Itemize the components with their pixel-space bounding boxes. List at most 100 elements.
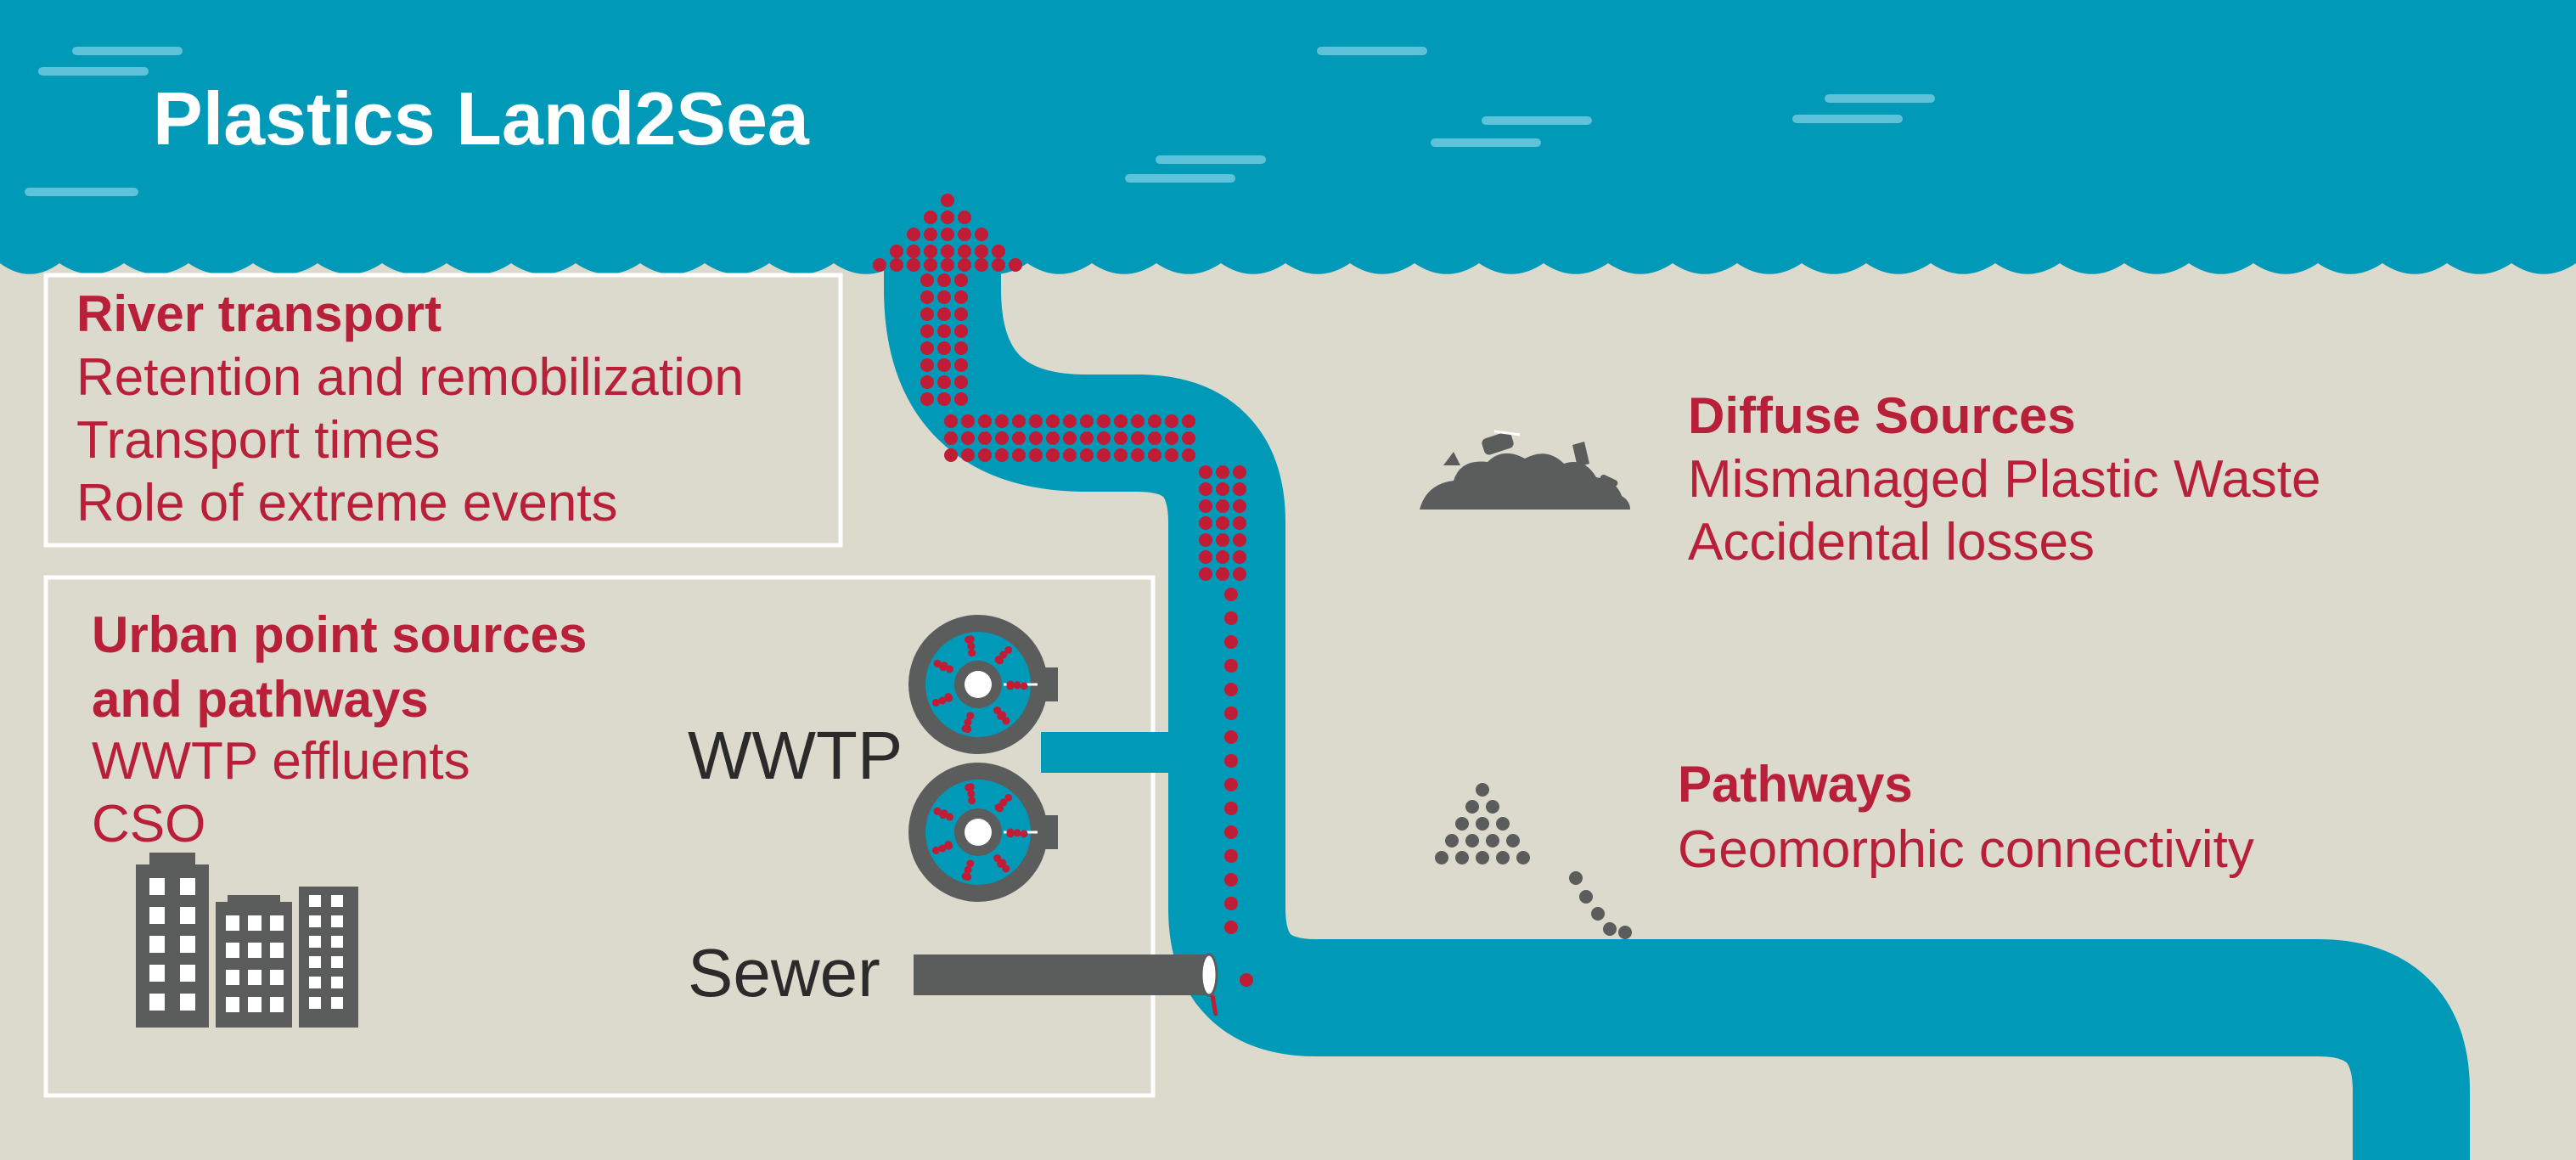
building-window xyxy=(331,956,343,968)
plastic-particle xyxy=(1216,482,1229,496)
building-window xyxy=(331,895,343,907)
building-window xyxy=(226,915,239,931)
plastic-particle xyxy=(954,392,968,406)
building-window xyxy=(226,970,239,985)
plastic-particle xyxy=(995,448,1009,462)
tank-particle xyxy=(938,844,947,853)
urban-sources-box xyxy=(43,575,1156,1098)
building-window xyxy=(331,997,343,1009)
plastic-particle xyxy=(1182,414,1195,428)
plastic-particle xyxy=(954,341,968,355)
building-window xyxy=(309,895,321,907)
plastic-particle xyxy=(944,448,958,462)
arrow-particle xyxy=(924,228,937,241)
plastic-particle xyxy=(1097,448,1111,462)
plastic-particle xyxy=(995,414,1009,428)
building-window xyxy=(309,956,321,968)
arrow-particle xyxy=(907,258,920,272)
tank-particle xyxy=(961,872,970,881)
plastic-particle xyxy=(954,358,968,372)
arrow-particle xyxy=(924,258,937,272)
trail-particle xyxy=(1618,926,1632,939)
tank-particle xyxy=(938,696,947,705)
plastic-particle xyxy=(1233,482,1246,496)
plastic-particle xyxy=(1224,778,1238,791)
plastic-particle xyxy=(954,375,968,389)
pyramid-particle xyxy=(1516,851,1530,864)
building-window xyxy=(248,943,262,958)
plastic-particle xyxy=(1063,448,1077,462)
plastic-particle xyxy=(978,431,992,445)
arrow-particle xyxy=(924,245,937,258)
plastic-particle xyxy=(954,307,968,321)
building-window xyxy=(270,915,284,931)
arrow-particle xyxy=(958,211,971,224)
plastic-particle xyxy=(1097,414,1111,428)
diffuse-item: Mismanaged Plastic Waste xyxy=(1688,450,2321,509)
upward-arrow-icon xyxy=(873,194,1022,272)
tank-particle xyxy=(940,809,948,818)
plastic-particle xyxy=(1199,516,1212,530)
plastic-particle xyxy=(1165,431,1178,445)
river-transport-heading: River transport xyxy=(76,285,442,342)
plastic-particle xyxy=(1216,533,1229,547)
diffuse-heading: Diffuse Sources xyxy=(1688,387,2076,444)
plastic-particle xyxy=(1046,431,1060,445)
sewer-label: Sewer xyxy=(688,935,880,1011)
tank-core xyxy=(965,671,992,698)
tank-particle xyxy=(993,854,1002,863)
plastic-particle xyxy=(920,290,934,304)
plastic-particle xyxy=(1216,465,1229,479)
plastic-particle xyxy=(944,431,958,445)
tank-particle xyxy=(933,659,942,667)
pyramid-particle xyxy=(1486,834,1499,847)
plastic-particle xyxy=(1224,873,1238,887)
tank-particle xyxy=(1013,829,1021,837)
arrow-particle xyxy=(941,194,954,207)
tank-particle xyxy=(1002,717,1010,725)
plastic-particle xyxy=(1029,414,1043,428)
arrow-particle xyxy=(941,211,954,224)
arrow-particle xyxy=(890,245,903,258)
plastic-particle xyxy=(1224,897,1238,910)
tank-particle xyxy=(931,698,940,707)
plastic-particle xyxy=(1216,516,1229,530)
plastic-particle xyxy=(1063,414,1077,428)
plastic-particle xyxy=(920,307,934,321)
waste-pile-icon xyxy=(1420,430,1630,510)
tank-particle xyxy=(964,718,972,726)
diffuse-item: Accidental losses xyxy=(1688,513,2095,572)
building-window xyxy=(149,936,165,953)
trail-particle xyxy=(1603,922,1617,936)
building-window xyxy=(331,936,343,948)
plastic-particle xyxy=(1224,707,1238,720)
tank-particle xyxy=(961,724,970,733)
wwtp-label: WWTP xyxy=(688,718,903,793)
plastic-particle xyxy=(1216,550,1229,564)
page-title: Plastics Land2Sea xyxy=(153,76,809,160)
plastic-particle xyxy=(961,414,975,428)
pyramid-particle xyxy=(1476,817,1489,831)
tank-particle xyxy=(966,712,975,720)
plastic-particle xyxy=(961,448,975,462)
wwtp-outflow-channel xyxy=(1041,732,1173,773)
pyramid-particle xyxy=(1455,817,1469,831)
plastic-particle xyxy=(1224,730,1238,744)
plastic-particle xyxy=(1131,448,1145,462)
tank-particle xyxy=(999,798,1008,807)
plastic-particle xyxy=(1029,431,1043,445)
plastic-particle xyxy=(1199,499,1212,513)
trail-particle xyxy=(1569,871,1583,885)
tank-particle xyxy=(967,790,976,798)
plastic-particle xyxy=(1240,973,1253,987)
arrow-particle xyxy=(907,228,920,241)
buildings-icon xyxy=(136,853,358,1028)
arrow-particle xyxy=(958,258,971,272)
arrow-particle xyxy=(1009,258,1022,272)
plastic-particle xyxy=(1182,448,1195,462)
tank-particle xyxy=(964,865,972,874)
building-window xyxy=(248,997,262,1012)
building-window xyxy=(248,970,262,985)
building-window xyxy=(309,936,321,948)
building-window xyxy=(309,915,321,927)
